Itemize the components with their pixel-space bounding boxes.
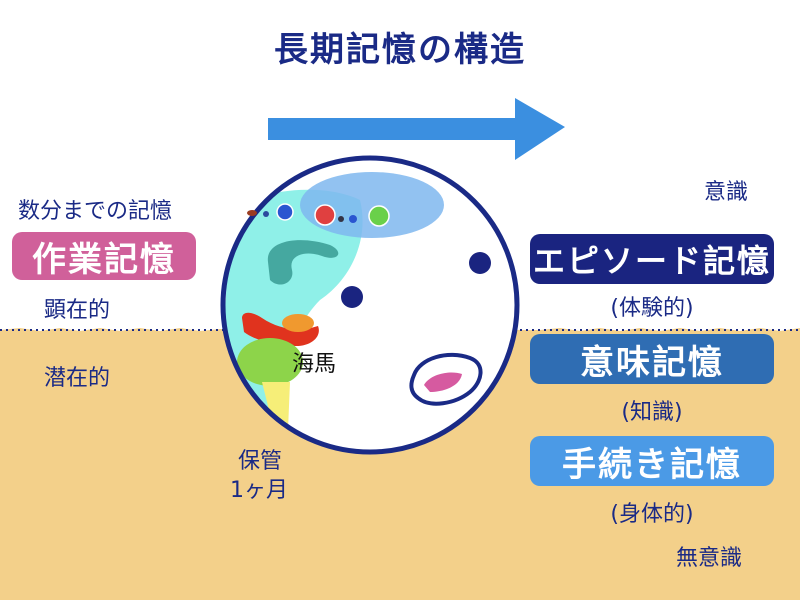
swirl-brown bbox=[247, 210, 257, 216]
swirl-tiny-dark bbox=[338, 216, 344, 222]
navy-dot-left bbox=[341, 286, 363, 308]
pink-kidney-fill bbox=[424, 372, 462, 392]
conscious-label: 意識 bbox=[704, 180, 749, 205]
hippocampus-label: 海馬 bbox=[292, 352, 337, 377]
hippocampus-shape bbox=[237, 338, 303, 386]
episodic-sub-label: (体験的) bbox=[610, 296, 694, 321]
swirl-red bbox=[314, 204, 336, 226]
brain-stem-shape bbox=[262, 382, 290, 430]
page-title: 長期記憶の構造 bbox=[274, 30, 526, 70]
sensory-region bbox=[300, 172, 444, 238]
red-band-shape bbox=[242, 312, 319, 346]
swirl-blue bbox=[276, 203, 294, 221]
procedural-sub-label: (身体的) bbox=[610, 502, 694, 527]
swirl-small-dark bbox=[263, 211, 269, 217]
semantic-sub-label: (知識) bbox=[621, 400, 683, 425]
explicit-label: 顕在的 bbox=[44, 298, 111, 323]
swirl-green bbox=[368, 205, 390, 227]
episodic-memory-box: エピソード記憶 bbox=[530, 234, 774, 284]
navy-dot-right bbox=[469, 252, 491, 274]
procedural-memory-box: 手続き記憶 bbox=[530, 436, 774, 486]
direction-arrow bbox=[268, 98, 565, 160]
swirl-blue-2 bbox=[349, 215, 357, 223]
memory-swirls bbox=[247, 203, 390, 227]
orange-blob bbox=[282, 314, 314, 332]
implicit-label: 潜在的 bbox=[44, 366, 111, 391]
short-memory-label: 数分までの記憶 bbox=[18, 199, 173, 224]
storage-duration-label: 1ヶ月 bbox=[230, 478, 288, 503]
brain-outline bbox=[220, 155, 520, 455]
working-memory-box: 作業記憶 bbox=[12, 232, 196, 280]
storage-label: 保管 bbox=[238, 449, 283, 474]
ground-layer bbox=[0, 328, 800, 600]
semantic-memory-box: 意味記憶 bbox=[530, 334, 774, 384]
unconscious-label: 無意識 bbox=[676, 546, 743, 571]
teal-curl-shape bbox=[267, 240, 339, 285]
